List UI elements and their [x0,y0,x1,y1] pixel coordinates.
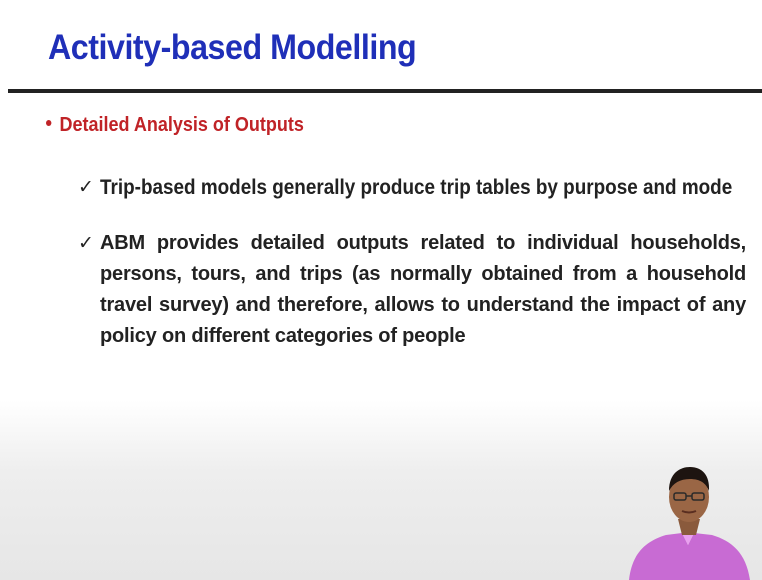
bullet-icon [46,119,52,126]
slide-title: Activity-based Modelling [48,28,417,67]
checkmark-icon: ✓ [78,177,94,198]
video-background [0,400,762,580]
list-item-text: ABM provides detailed outputs related to… [100,232,746,347]
section-heading: Detailed Analysis of Outputs [46,114,304,137]
list-item: ✓ Trip-based models generally produce tr… [78,172,746,203]
list-item-text: Trip-based models generally produce trip… [100,176,733,199]
title-divider [8,89,762,93]
checkmark-icon: ✓ [78,233,94,254]
list-item: ✓ ABM provides detailed outputs related … [78,228,746,352]
presenter-video [629,467,750,580]
section-heading-text: Detailed Analysis of Outputs [59,114,304,136]
